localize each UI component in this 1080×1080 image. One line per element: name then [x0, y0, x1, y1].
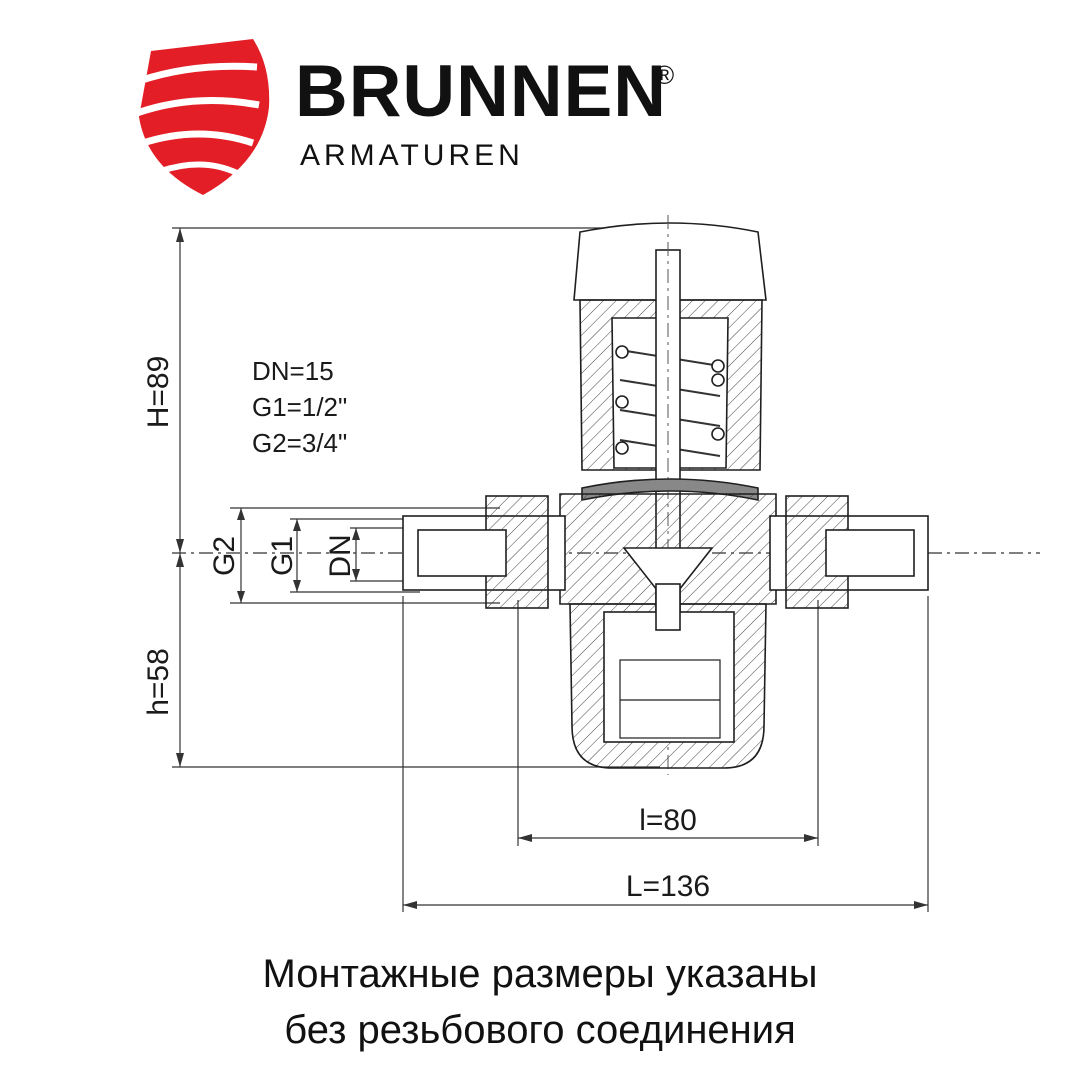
- g1-label: G1: [266, 536, 299, 576]
- brunnen-shield-logo-icon: [135, 39, 270, 195]
- inner-length-label: l=80: [639, 804, 697, 837]
- registered-mark: ®: [655, 60, 675, 90]
- caption: Монтажные размеры указаны без резьбового…: [0, 946, 1080, 1058]
- brand-name: BRUNNEN: [295, 51, 667, 132]
- spec-g1: G1=1/2": [252, 392, 348, 422]
- caption-line-1: Монтажные размеры указаны: [262, 952, 818, 996]
- spec-g2: G2=3/4": [252, 428, 348, 458]
- spec-dn: DN=15: [252, 356, 334, 386]
- caption-line-2: без резьбового соединения: [284, 1008, 796, 1052]
- brand-subtitle: ARMATUREN: [300, 139, 524, 172]
- height-bottom-label: h=58: [142, 648, 175, 716]
- dn-label: DN: [324, 534, 357, 577]
- total-length-label: L=136: [626, 870, 710, 903]
- height-top-label: H=89: [142, 356, 175, 429]
- g2-label: G2: [208, 536, 241, 576]
